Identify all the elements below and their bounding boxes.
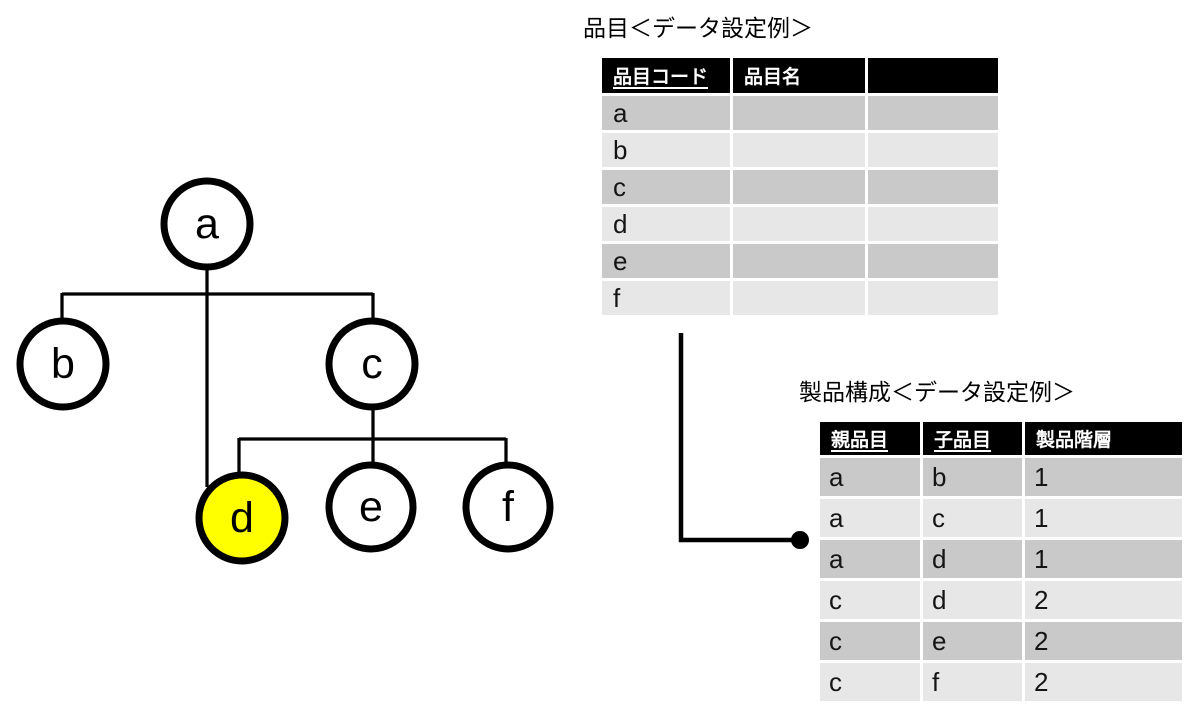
structure-table-cell: a [820, 458, 920, 496]
tree-edges [60, 266, 508, 487]
item-table-header-name: 品目名 [733, 58, 865, 93]
structure-table-cell: 1 [1025, 458, 1182, 496]
structure-table-cell: 1 [1025, 499, 1182, 537]
item-table-cell [868, 281, 998, 315]
node-b-circle [16, 317, 110, 411]
structure-table-cell: e [923, 622, 1022, 660]
structure-table-cell: 2 [1025, 622, 1182, 660]
item-table-cell [868, 244, 998, 278]
structure-table-cell: b [923, 458, 1022, 496]
node-a-label: a [195, 200, 219, 248]
node-e-circle [325, 461, 417, 553]
item-table-cell [733, 133, 865, 167]
structure-table-cell: d [923, 540, 1022, 578]
item-table-cell: e [602, 244, 730, 278]
structure-table-cell: c [820, 663, 920, 701]
item-table-cell [733, 244, 865, 278]
item-table-cell [868, 133, 998, 167]
item-table-cell [868, 96, 998, 130]
item-table-cell [733, 207, 865, 241]
item-table: 品目コード 品目名 a b c d e f [602, 58, 998, 315]
structure-table-cell: d [923, 581, 1022, 619]
node-f-circle [462, 461, 554, 553]
tree-node-e: e [325, 461, 417, 553]
structure-table-header-level: 製品階層 [1025, 422, 1182, 455]
node-d-label: d [230, 494, 254, 542]
node-d-circle [195, 471, 289, 565]
table-link-elbow-connector [678, 333, 798, 543]
tree-node-b: b [16, 317, 110, 411]
node-a-circle [160, 177, 254, 271]
connector-endpoint-dot [791, 531, 809, 549]
node-b-label: b [51, 340, 75, 388]
node-c-label: c [361, 340, 383, 388]
tree-node-c: c [325, 317, 419, 411]
structure-table-cell: f [923, 663, 1022, 701]
item-table-cell [733, 170, 865, 204]
item-table-cell: a [602, 96, 730, 130]
node-c-circle [325, 317, 419, 411]
node-e-label: e [359, 483, 383, 531]
item-table-header-blank [868, 58, 998, 93]
structure-table-cell: c [820, 581, 920, 619]
item-table-header-code: 品目コード [602, 58, 730, 93]
tree-node-d-highlighted: d [195, 471, 289, 565]
structure-table-cell: a [820, 540, 920, 578]
structure-table-cell: a [820, 499, 920, 537]
structure-table-cell: 2 [1025, 581, 1182, 619]
item-table-cell: c [602, 170, 730, 204]
structure-table-cell: 1 [1025, 540, 1182, 578]
tree-node-a: a [160, 177, 254, 271]
node-f-label: f [502, 483, 515, 531]
structure-table-cell: c [820, 622, 920, 660]
item-table-cell [868, 207, 998, 241]
item-table-cell: f [602, 281, 730, 315]
structure-table-title: 製品構成＜データ設定例＞ [799, 379, 1075, 405]
item-table-cell [733, 96, 865, 130]
structure-table-cell: c [923, 499, 1022, 537]
tree-node-f: f [462, 461, 554, 553]
structure-table-header-parent: 親品目 [820, 422, 920, 455]
structure-table: 親品目 子品目 製品階層 a b 1 a c 1 a d 1 c d 2 c e… [820, 422, 1182, 701]
item-table-cell [868, 170, 998, 204]
item-table-title: 品目＜データ設定例＞ [583, 15, 813, 41]
item-table-cell: d [602, 207, 730, 241]
item-table-cell: b [602, 133, 730, 167]
structure-table-cell: 2 [1025, 663, 1182, 701]
structure-table-header-child: 子品目 [923, 422, 1022, 455]
item-table-cell [733, 281, 865, 315]
